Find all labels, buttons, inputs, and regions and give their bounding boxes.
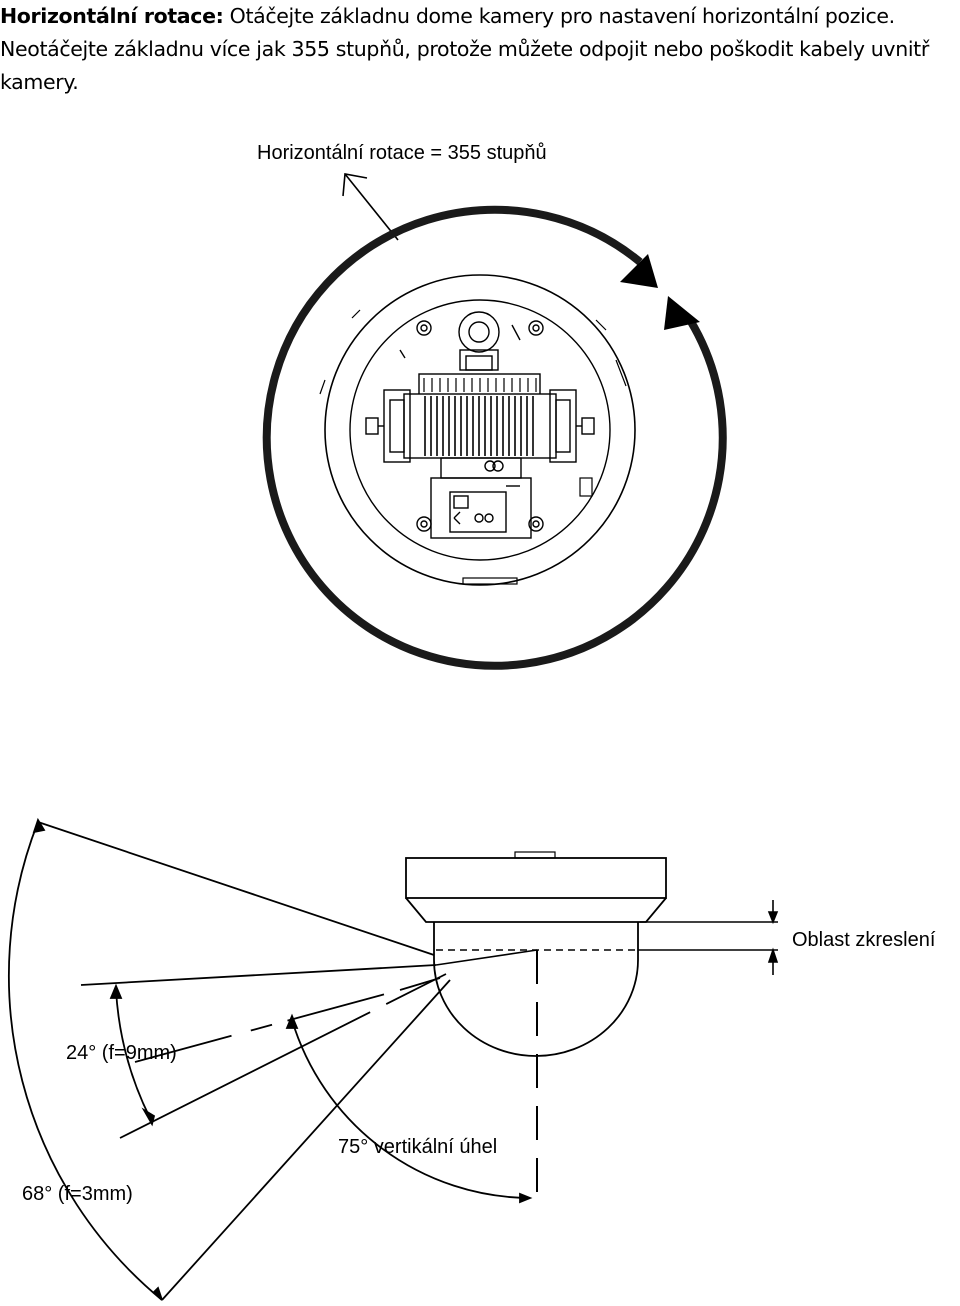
connector-block — [430, 457, 532, 539]
lens-ray — [435, 949, 538, 966]
distortion-dimension — [767, 900, 779, 975]
vertical-angle-label: 75° vertikální úhel — [338, 1136, 497, 1158]
rotation-label: Horizontální rotace = 355 stupňů — [257, 142, 547, 164]
camera-base-outline — [319, 274, 636, 586]
heat-sink-module — [365, 373, 595, 463]
screw-icon — [416, 320, 432, 336]
focus-knob — [399, 311, 521, 371]
screw-icon — [528, 516, 544, 532]
label-pointer-arrow — [342, 173, 399, 241]
side-view-figure: Oblast zkreslení — [7, 817, 936, 1301]
angle-9mm-label: 24° (f=9mm) — [66, 1042, 177, 1064]
rotation-arc-arrow — [262, 205, 727, 670]
angle-3mm-label: 68° (f=3mm) — [22, 1183, 133, 1205]
angle-arcs — [7, 817, 533, 1301]
mounting-screws — [416, 320, 544, 532]
camera-housing — [405, 851, 778, 1057]
field-of-view-lines — [37, 821, 451, 1301]
top-view-figure: Horizontální rotace = 355 stupňů — [257, 142, 727, 670]
screw-icon — [528, 320, 544, 336]
screw-icon — [416, 516, 432, 532]
instruction-body: Otáčejte základnu dome kamery pro nastav… — [0, 4, 929, 94]
instruction-paragraph: Horizontální rotace: Otáčejte základnu d… — [0, 0, 960, 99]
instruction-heading: Horizontální rotace: — [0, 4, 224, 28]
distortion-area-label: Oblast zkreslení — [792, 929, 936, 951]
